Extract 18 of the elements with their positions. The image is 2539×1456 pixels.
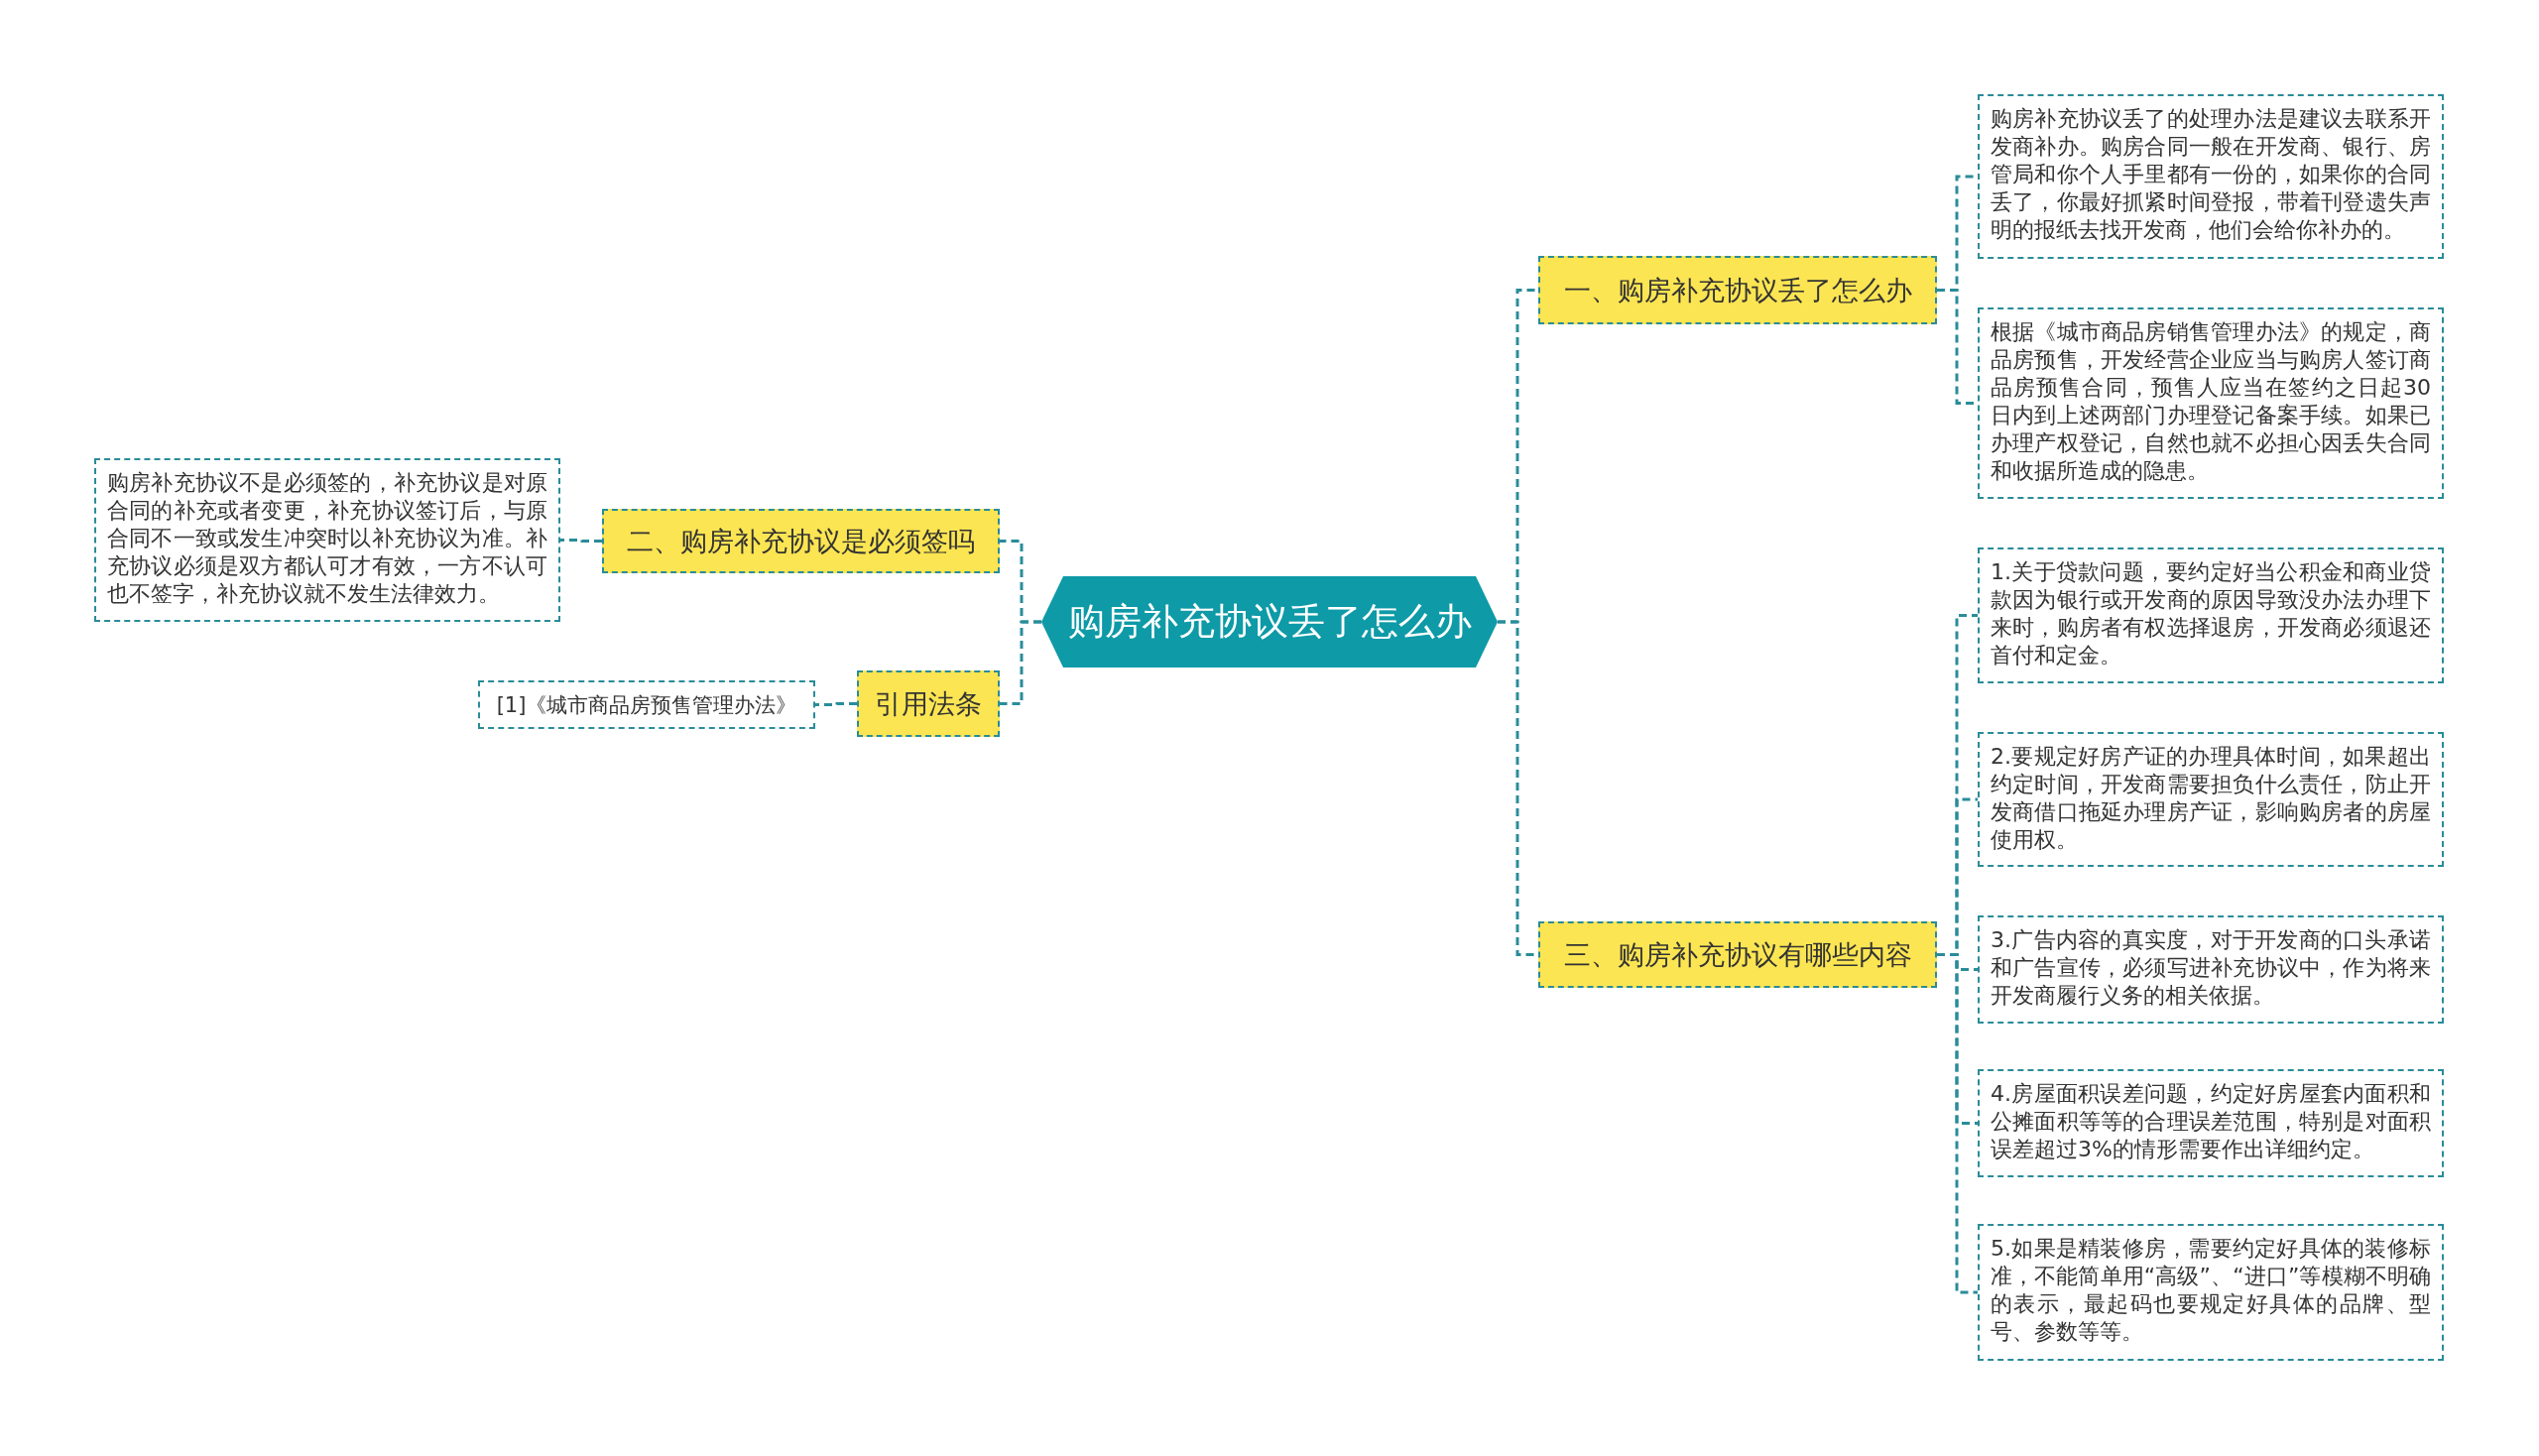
connector-line: [560, 539, 602, 543]
note-box: 2.要规定好房产证的办理具体时间，如果超出约定时间，开发商需要担负什么责任，防止开发商借口拖延办理房产证，影响购房者的房屋使用权。: [1978, 732, 2444, 867]
topic-box: 一、购房补充协议丢了怎么办: [1538, 256, 1937, 324]
note-box: 购房补充协议丢了的处理办法是建议去联系开发商补办。购房合同一般在开发商、银行、房管局和你个人手里都有一份的，如果你的合同丢了，你最好抓紧时间登报，带着刊登遗失声明的报纸去找开发商，他们会给你补办的。: [1978, 94, 2444, 259]
connector-line: [815, 702, 857, 706]
reference-box: [1]《城市商品房预售管理办法》: [478, 680, 815, 729]
connector-line: [1000, 620, 1041, 705]
topic-hexagon: 购房补充协议丢了怎么办: [1041, 576, 1498, 667]
topic-box: 引用法条: [857, 670, 1000, 737]
note-box: 1.关于贷款问题，要约定好当公积金和商业贷款因为银行或开发商的原因导致没办法办理下来时，购房者有权选择退房，开发商必须退还首付和定金。: [1978, 547, 2444, 683]
note-box: 4.房屋面积误差问题，约定好房屋套内面积和公摊面积等等的合理误差范围，特别是对面积误差超过3%的情形需要作出详细约定。: [1978, 1069, 2444, 1177]
connector-line: [1937, 953, 1978, 1294]
topic-box: 二、购房补充协议是必须签吗: [602, 509, 1000, 573]
note-box: 根据《城市商品房销售管理办法》的规定，商品房预售，开发经营企业应当与购房人签订商品房预售合同，预售人应当在签约之日起30日内到上述两部门办理登记备案手续。如果已办理产权登记，自然也就不必担心因丢失合同和收据所造成的隐患。: [1978, 307, 2444, 499]
note-box: 3.广告内容的真实度，对于开发商的口头承诺和广告宣传，必须写进补充协议中，作为将来开发商履行义务的相关依据。: [1978, 915, 2444, 1024]
topic-box: 三、购房补充协议有哪些内容: [1538, 921, 1937, 988]
note-box: 5.如果是精装修房，需要约定好具体的装修标准，不能简单用“高级”、“进口”等模糊不明确的表示，最起码也要规定好具体的品牌、型号、参数等等。: [1978, 1224, 2444, 1361]
note-box: 购房补充协议不是必须签的，补充协议是对原合同的补充或者变更，补充协议签订后，与原合同不一致或发生冲突时以补充协议为准。补充协议必须是双方都认可才有效，一方不认可也不签字，补充协议就不发生法律效力。: [94, 458, 560, 622]
